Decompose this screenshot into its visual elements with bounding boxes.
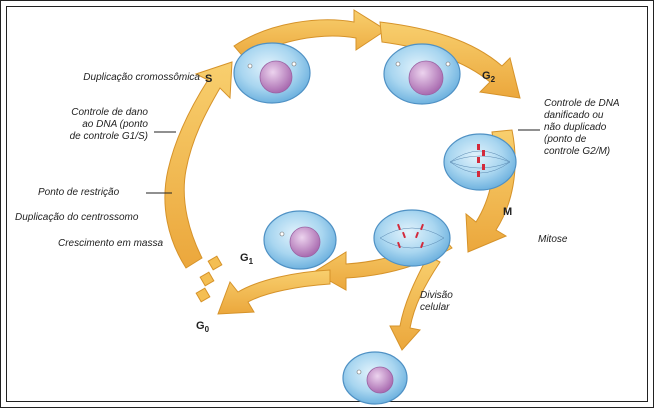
label-controle-dna-line5: controle G2/M) — [544, 146, 644, 158]
phase-g2: G2 — [482, 70, 495, 84]
phase-g2-letter: G — [482, 70, 491, 82]
phase-g1-sub: 1 — [249, 257, 253, 266]
cell-daughter — [343, 352, 407, 404]
g0-dash-3 — [196, 288, 210, 302]
phase-s: S — [205, 73, 212, 85]
label-controle-dna-line1: Controle de DNA — [544, 98, 644, 110]
label-divisao-celular: Divisão celular — [420, 290, 453, 314]
label-mitose: Mitose — [538, 234, 567, 246]
cell-g1 — [264, 211, 336, 269]
label-controle-dano: Controle de dano ao DNA (ponto de contro… — [30, 107, 148, 143]
phase-g0: G0 — [196, 320, 209, 334]
phase-g0-letter: G — [196, 320, 205, 332]
label-controle-dna-line3: não duplicado — [544, 122, 644, 134]
label-divisao-line1: Divisão — [420, 290, 453, 302]
phase-g0-sub: 0 — [205, 325, 209, 334]
phase-g1: G1 — [240, 252, 253, 266]
arrow-g1-to-g0 — [218, 270, 330, 314]
label-dup-centrossomo: Duplicação do centrossomo — [15, 212, 138, 224]
arrow-g1-to-s — [165, 62, 232, 268]
label-controle-dna: Controle de DNA danificado ou não duplic… — [544, 98, 644, 158]
label-crescimento: Crescimento em massa — [58, 238, 163, 250]
cell-anaphase — [374, 210, 450, 266]
label-divisao-line2: celular — [420, 302, 453, 314]
label-ponto-restricao: Ponto de restrição — [38, 187, 119, 199]
cell-s — [234, 43, 310, 103]
cell-g2 — [384, 44, 460, 104]
phase-g2-sub: 2 — [491, 75, 495, 84]
label-dup-cromossomica: Duplicação cromossômica — [20, 72, 200, 84]
phase-g1-letter: G — [240, 252, 249, 264]
g0-dash-1 — [208, 256, 222, 270]
phase-m: M — [503, 206, 512, 218]
label-controle-dano-line1: Controle de dano — [30, 107, 148, 119]
label-controle-dna-line4: (ponto de — [544, 134, 644, 146]
g0-dash-2 — [200, 272, 214, 286]
cell-m — [444, 134, 516, 190]
g0-dashes — [196, 256, 222, 302]
label-controle-dano-line2: ao DNA (ponto — [30, 119, 148, 131]
label-controle-dano-line3: de controle G1/S) — [30, 131, 148, 143]
label-controle-dna-line2: danificado ou — [544, 110, 644, 122]
